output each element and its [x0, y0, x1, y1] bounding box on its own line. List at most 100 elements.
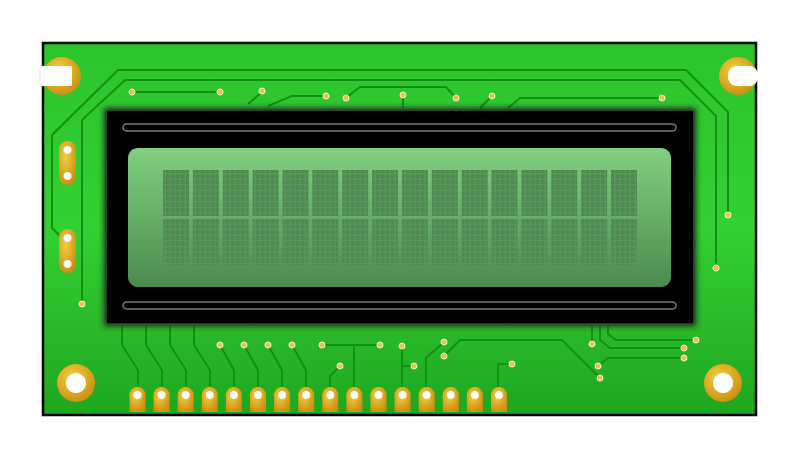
via: [342, 94, 350, 102]
character-cell: [491, 170, 518, 216]
pin-hole: [278, 391, 287, 399]
via: [128, 88, 136, 96]
pin-pad: [370, 387, 387, 412]
character-cell: [491, 219, 518, 265]
pin-pad: [394, 387, 411, 412]
pin-pad: [491, 387, 507, 412]
pin-pad: [298, 387, 315, 412]
character-cell: [611, 170, 637, 216]
pin-hole: [422, 391, 431, 399]
via: [588, 340, 596, 348]
via: [596, 374, 604, 382]
via: [216, 341, 224, 349]
pin-pad: [418, 387, 435, 412]
pin-pad: [250, 387, 266, 412]
mounting-holes: [39, 57, 758, 402]
via: [692, 336, 700, 344]
via: [216, 88, 224, 96]
via: [680, 354, 688, 362]
character-cell: [252, 170, 279, 216]
pin-hole: [157, 391, 166, 399]
pin-pad: [466, 387, 483, 412]
character-cell: [192, 219, 219, 265]
pin-pad: [201, 387, 218, 412]
pin-hole: [229, 391, 238, 399]
pin-hole: [133, 391, 142, 399]
side-pad: [59, 229, 76, 273]
pin-hole: [374, 391, 383, 399]
pin-hole: [254, 391, 262, 399]
character-cell: [342, 219, 369, 265]
character-cell: [551, 219, 578, 265]
side-pad: [59, 141, 76, 185]
via: [658, 94, 666, 102]
pin-hole: [350, 391, 359, 399]
lcd-glass: [128, 148, 671, 287]
via: [399, 91, 407, 99]
via: [398, 342, 406, 350]
character-cell: [521, 219, 548, 265]
via: [680, 344, 688, 352]
pin-hole: [470, 391, 479, 399]
character-cell: [222, 170, 249, 216]
via: [488, 92, 496, 100]
character-cell: [282, 219, 309, 265]
bottom-rail: [122, 301, 677, 310]
via: [322, 92, 330, 100]
pin-pad: [442, 387, 459, 412]
character-cells: [163, 170, 637, 265]
via: [264, 341, 272, 349]
pin-hole: [495, 391, 503, 399]
pin-pad: [225, 387, 242, 412]
via: [712, 264, 720, 272]
character-cell: [192, 170, 219, 216]
via: [508, 360, 516, 368]
character-cell: [312, 219, 339, 265]
via: [724, 211, 732, 219]
pin-pad: [177, 387, 194, 412]
character-cell: [401, 219, 428, 265]
character-cell: [372, 170, 399, 216]
character-cell: [401, 170, 428, 216]
pin-pad: [346, 387, 363, 412]
pin-pad: [129, 387, 146, 412]
pin-header: [129, 387, 507, 412]
character-cell: [252, 219, 279, 265]
character-cell: [551, 170, 578, 216]
character-cell: [581, 219, 608, 265]
character-cell: [163, 219, 189, 265]
pin-pad: [274, 387, 291, 412]
pin-hole: [302, 391, 311, 399]
via: [336, 362, 344, 370]
pin-hole: [326, 391, 335, 399]
character-cell: [581, 170, 608, 216]
character-cell: [222, 219, 249, 265]
character-cell: [372, 219, 399, 265]
character-cell: [521, 170, 548, 216]
via: [318, 341, 326, 349]
character-cell: [312, 170, 339, 216]
character-cell: [342, 170, 369, 216]
via: [288, 341, 296, 349]
via: [258, 87, 266, 95]
pin-pad: [153, 387, 170, 412]
character-cell: [431, 170, 458, 216]
character-cell: [611, 219, 637, 265]
via: [440, 352, 448, 360]
top-rail: [122, 123, 677, 132]
pin-hole: [205, 391, 214, 399]
pin-hole: [446, 391, 455, 399]
pin-hole: [181, 391, 190, 399]
character-cell: [461, 219, 488, 265]
via: [410, 362, 418, 370]
via: [78, 300, 86, 308]
via: [594, 362, 602, 370]
via: [440, 338, 448, 346]
character-cell: [431, 219, 458, 265]
character-cell: [282, 170, 309, 216]
character-cell: [461, 170, 488, 216]
vias: [78, 87, 732, 382]
character-cell: [163, 170, 189, 216]
via: [240, 341, 248, 349]
